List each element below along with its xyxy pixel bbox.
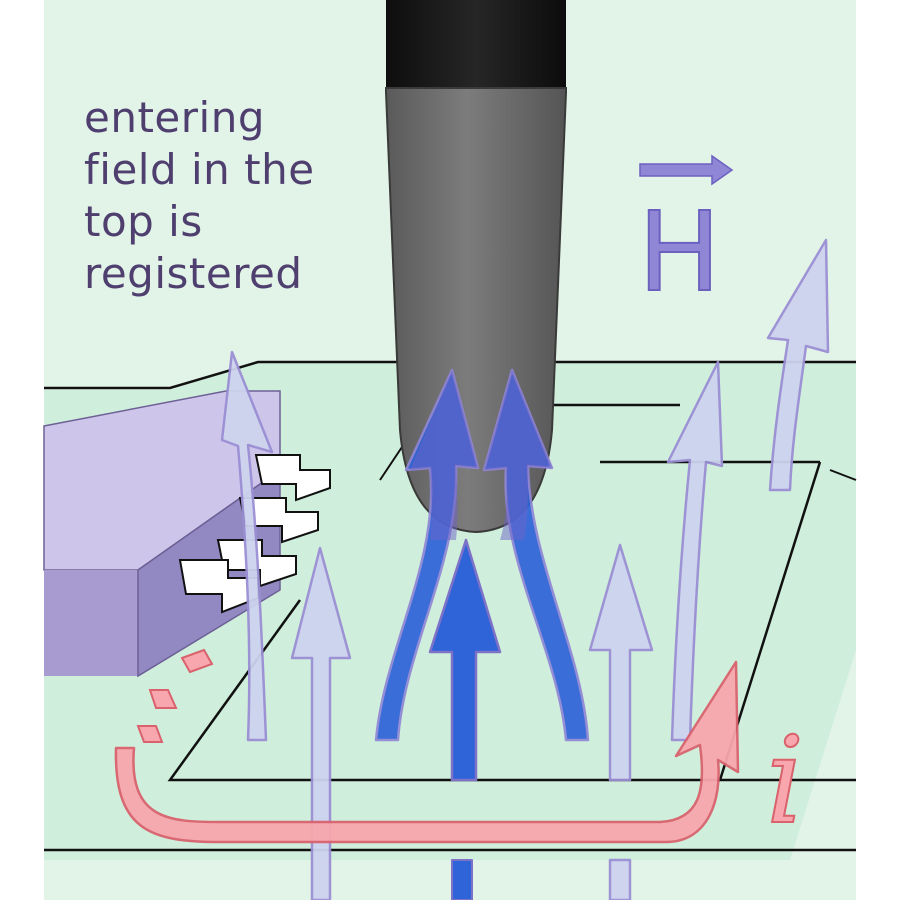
- background-field-arrows: [220, 238, 830, 902]
- field-arrow: [766, 238, 830, 492]
- caption-line: registered: [84, 249, 303, 298]
- current-arrow: i: [114, 648, 805, 852]
- caption: entering field in the top is registered: [84, 92, 384, 300]
- current-dash: [136, 725, 164, 743]
- probe-field-overlay: [410, 370, 478, 540]
- current-dash: [180, 648, 214, 674]
- field-line-center-lower: [451, 859, 473, 901]
- field-symbol-label: H: [638, 188, 721, 316]
- field-arrow: [290, 546, 352, 902]
- current-symbol-label: i: [766, 712, 804, 851]
- field-arrow: [220, 350, 274, 742]
- field-arrow: [666, 360, 724, 742]
- field-arrow: [588, 543, 654, 782]
- probe-field-overlay: [484, 370, 552, 540]
- field-arrow: [608, 858, 632, 902]
- chip-pin: [254, 454, 331, 502]
- field-vector-symbol: H: [637, 154, 734, 317]
- caption-line: field in the: [84, 145, 315, 194]
- vector-arrow-icon: [639, 154, 734, 186]
- caption-line: top is: [84, 197, 203, 246]
- caption-line: entering: [84, 93, 265, 142]
- field-line-center: [428, 538, 502, 782]
- current-path: [114, 660, 740, 844]
- current-dash: [148, 689, 178, 709]
- chip-pin: [238, 497, 319, 544]
- probe-handle: [386, 0, 566, 96]
- probe-field-lines: [374, 368, 590, 901]
